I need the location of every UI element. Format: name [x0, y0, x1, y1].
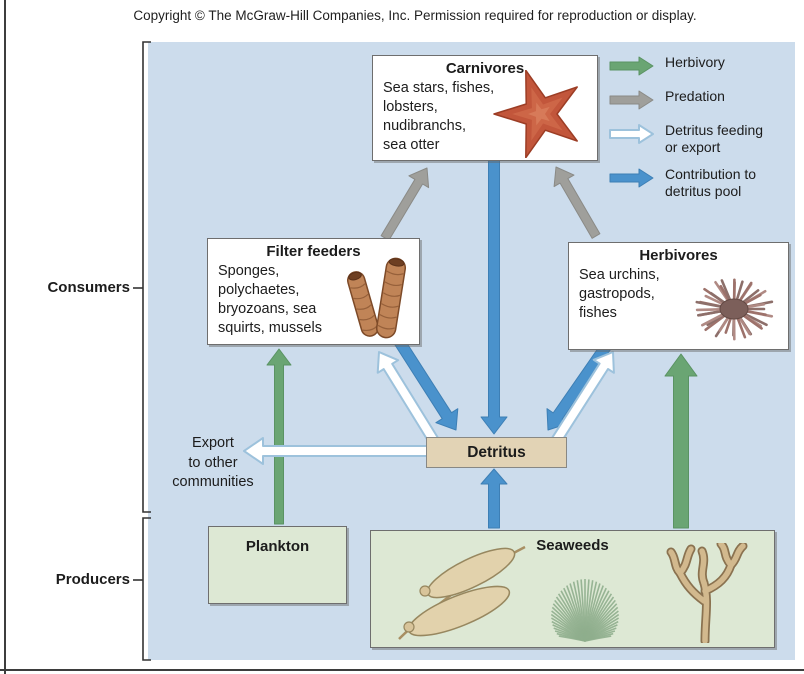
bushy-seaweed-icon: [550, 579, 620, 642]
arrow-seaweeds-to-detritus: [480, 468, 508, 529]
detritus-title: Detritus: [467, 443, 526, 461]
arrow-filter-feeders-to-carnivores: [380, 167, 430, 241]
detritus-box: Detritus: [426, 437, 567, 468]
legend-item-herbivory: Herbivory: [608, 54, 798, 77]
plankton-box: Plankton: [208, 526, 347, 604]
tube-sponges-icon: [346, 257, 407, 339]
carnivores-title: Carnivores: [445, 60, 525, 77]
arrow-filter-feeders-to-detritus: [393, 337, 459, 431]
carnivores-species: Sea stars, fishes, lobsters, nudibranchs…: [383, 80, 495, 153]
consumers-bracket: [142, 41, 151, 513]
sea-urchin-icon: [695, 278, 774, 341]
contribution-arrow-icon: [609, 168, 654, 188]
legend-item-predation: Predation: [608, 88, 798, 111]
kelp-icon: [398, 545, 526, 640]
window-left-border: [4, 0, 6, 674]
arrow-detritus-to-herbivores: [550, 351, 615, 445]
filter-feeders-title: Filter feeders: [266, 243, 361, 260]
export-note: Export to other communities: [172, 435, 254, 491]
filter-feeders-species: Sponges, polychaetes, bryozoans, sea squ…: [218, 263, 322, 336]
legend-item-label: Detritus feeding or export: [665, 122, 764, 155]
herbivores-title: Herbivores: [639, 247, 718, 264]
carnivores-box: Carnivores Sea stars, fishes, lobsters, …: [372, 55, 598, 161]
legend-item-label: Contribution to detritus pool: [665, 166, 757, 199]
legend-item-label: Herbivory: [665, 54, 725, 70]
copyright-notice: Copyright © The McGraw-Hill Companies, I…: [133, 8, 697, 23]
detritus-feeding-arrow-icon: [609, 124, 654, 144]
arrow-seaweeds-to-herbivores: [664, 353, 698, 529]
arrow-detritus-to-export: [243, 437, 428, 465]
seaweeds-title: Seaweeds: [536, 537, 609, 554]
arrow-plankton-to-filter-feeders: [266, 348, 292, 525]
filter-feeders-box: Filter feeders Sponges, polychaetes, bry…: [207, 238, 420, 345]
producers-label: Producers: [55, 571, 130, 588]
branching-seaweed-icon: [666, 543, 748, 643]
seaweeds-box: Seaweeds: [370, 530, 775, 648]
sea-star-icon: [493, 70, 578, 158]
predation-arrow-icon: [609, 90, 654, 110]
herbivores-box: Herbivores Sea urchins, gastropods, fish…: [568, 242, 789, 350]
legend-item-contribution: Contribution to detritus pool: [608, 166, 798, 199]
legend-item-label: Predation: [665, 88, 725, 104]
arrow-detritus-to-filter-feeders: [376, 351, 440, 445]
consumers-label: Consumers: [47, 279, 130, 296]
arrow-herbivores-to-carnivores: [553, 166, 601, 239]
herbivory-arrow-icon: [609, 56, 654, 76]
window-bottom-border: [0, 669, 804, 671]
plankton-title: Plankton: [245, 538, 310, 555]
arrow-carnivores-to-detritus: [480, 159, 508, 435]
herbivores-species: Sea urchins, gastropods, fishes: [579, 267, 660, 321]
arrow-herbivores-to-detritus: [546, 341, 612, 431]
producers-bracket: [142, 517, 151, 661]
legend-item-detritus-feeding: Detritus feeding or export: [608, 122, 798, 155]
